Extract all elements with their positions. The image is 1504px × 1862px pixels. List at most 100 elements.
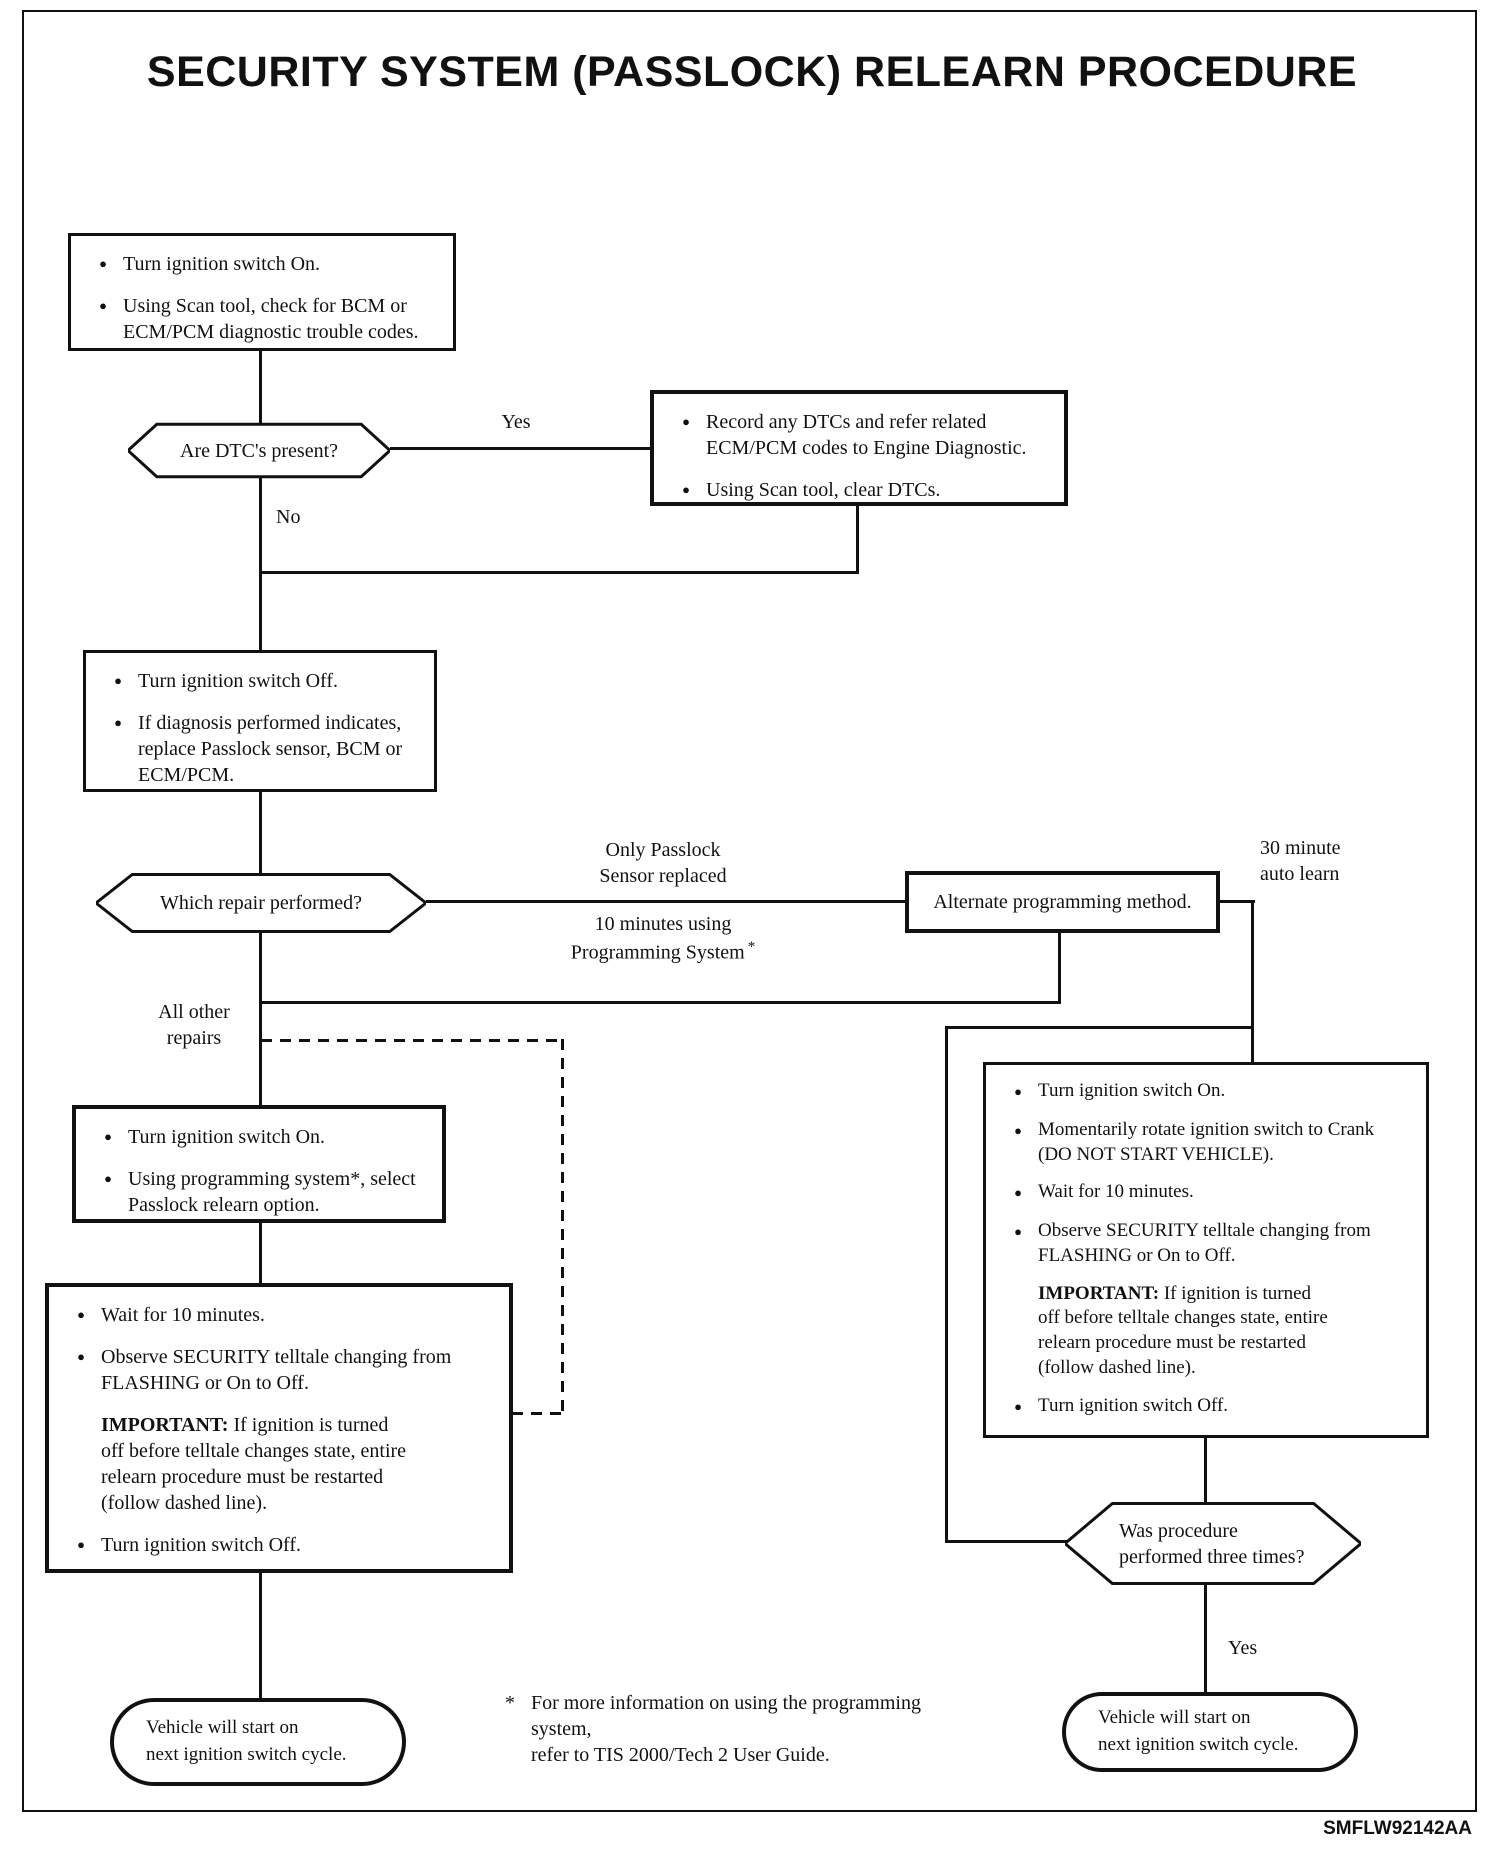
connector-10min-return	[259, 1001, 1061, 1004]
bullet-icon: ●	[682, 482, 690, 497]
edge-label-10-minutes: 10 minutes using Programming System*	[513, 912, 813, 966]
list-item: ● Using Scan tool, clear DTCs.	[666, 477, 1058, 503]
connector-right-to-threetimes	[1204, 1436, 1207, 1502]
bullet-icon: ●	[1014, 1224, 1022, 1240]
bullet-text: Wait for 10 minutes.	[1038, 1181, 1194, 1203]
asterisk-icon: *	[505, 1692, 515, 1714]
connector-check-to-dtc	[259, 351, 262, 423]
connector-loop-up	[945, 1026, 948, 1543]
bullet-text: Turn ignition switch On.	[128, 1126, 326, 1148]
process-text: Alternate programming method.	[933, 890, 1192, 913]
terminal-text: Vehicle will start on next ignition swit…	[146, 1717, 347, 1765]
bullet-text: Using programming system*, select Passlo…	[128, 1168, 416, 1216]
list-item: ● Observe SECURITY telltale changing from…	[998, 1219, 1420, 1268]
important-note: IMPORTANT: If ignition is turned off bef…	[1038, 1282, 1418, 1381]
edge-label-all-other: All other repairs	[158, 1001, 230, 1049]
bullet-icon: ●	[682, 414, 690, 429]
terminal-vehicle-start-left: Vehicle will start on next ignition swit…	[110, 1698, 406, 1786]
connector-select-to-wait	[259, 1222, 262, 1284]
bullet-icon: ●	[104, 1171, 112, 1186]
decision-label: Which repair performed?	[159, 892, 363, 914]
bullet-icon: ●	[1014, 1123, 1022, 1138]
edge-label-no: No	[276, 506, 301, 528]
bullet-icon: ●	[99, 298, 107, 313]
bullet-text: Using Scan tool, clear DTCs.	[706, 479, 941, 501]
process-alternate-method: Alternate programming method.	[905, 871, 1220, 933]
process-wait-observe-left: ● Wait for 10 minutes. ● Observe SECURITY …	[45, 1283, 513, 1573]
connector-wait-to-terminal-left	[259, 1571, 262, 1700]
bullet-text: Observe SECURITY telltale changing from …	[1038, 1220, 1371, 1267]
process-auto-learn-right: ●Turn ignition switch On. ● Momentarily r…	[983, 1062, 1429, 1438]
decision-three-times: Was procedure performed three times?	[1065, 1500, 1361, 1587]
list-item: ● Momentarily rotate ignition switch to C…	[998, 1118, 1420, 1167]
hexagon-shape	[1065, 1500, 1361, 1587]
terminal-vehicle-start-right: Vehicle will start on next ignition swit…	[1062, 1692, 1358, 1772]
bullet-icon: ●	[99, 256, 107, 271]
list-item: ● Using programming system*, select Passl…	[88, 1166, 436, 1218]
bullet-text: Turn ignition switch On.	[123, 253, 321, 275]
list-item: ● Wait for 10 minutes.	[998, 1180, 1420, 1206]
bullet-text: Wait for 10 minutes.	[101, 1304, 265, 1326]
list-item: ● Turn ignition switch On.	[88, 1124, 436, 1150]
process-ignition-off: ●Turn ignition switch Off. ●If diagnosis…	[83, 650, 437, 792]
footnote-text: For more information on using the progra…	[531, 1692, 921, 1766]
list-item: ● Using Scan tool, check for BCM or ECM/P…	[83, 293, 447, 345]
list-item: ● If diagnosis performed indicates, repla…	[98, 710, 428, 788]
hexagon-shape	[96, 872, 426, 934]
important-label: IMPORTANT:	[101, 1414, 229, 1436]
important-label: IMPORTANT:	[1038, 1282, 1160, 1304]
important-note: IMPORTANT: If ignition is turned off bef…	[101, 1412, 499, 1516]
connector-loop-top	[945, 1026, 1254, 1029]
page-border	[22, 10, 1477, 1812]
hexagon-shape	[128, 422, 390, 479]
list-item: ●Turn ignition switch Off.	[998, 1394, 1420, 1420]
decision-label: Are DTC's present?	[180, 439, 338, 462]
bullet-text: If diagnosis performed indicates, replac…	[138, 712, 403, 786]
bullet-icon: ●	[77, 1307, 85, 1322]
connector-yes-branch	[390, 447, 652, 450]
bullet-text: Using Scan tool, check for BCM or ECM/PC…	[123, 295, 419, 343]
list-item: ●Turn ignition switch On.	[998, 1079, 1420, 1105]
decision-dtc-present: Are DTC's present?	[128, 422, 390, 479]
connector-loop-bottom	[947, 1540, 1067, 1543]
edge-label-yes-2: Yes	[1228, 1637, 1258, 1659]
dashed-restart-bottom	[512, 1412, 564, 1415]
edge-label-10-minutes-text: 10 minutes using Programming System	[570, 913, 745, 964]
connector-allother-down	[259, 932, 262, 1106]
bullet-text: Record any DTCs and refer related ECM/PC…	[706, 411, 1027, 459]
dashed-restart-right	[561, 1039, 564, 1415]
edge-label-yes: Yes	[501, 411, 531, 433]
connector-alt-to-30min	[1219, 900, 1255, 903]
document-code: SMFLW92142AA	[1323, 1818, 1472, 1839]
process-check-dtc: ● Turn ignition switch On. ● Using Scan to…	[68, 233, 456, 351]
decision-label: Was procedure performed three times?	[1119, 1519, 1305, 1568]
connector-alt-return-down	[1058, 932, 1061, 1003]
bullet-icon: ●	[114, 673, 122, 688]
connector-no-branch	[259, 477, 262, 652]
list-item: ● Wait for 10 minutes.	[61, 1302, 503, 1328]
connector-passlock-branch	[426, 900, 906, 903]
connector-record-down	[856, 505, 859, 573]
important-text: If ignition is turned off before telltal…	[1038, 1282, 1328, 1378]
connector-30min-down	[1251, 900, 1254, 1063]
connector-ignoff-to-whichrepair	[259, 791, 262, 873]
bullet-icon: ●	[1014, 1084, 1022, 1099]
bullet-icon: ●	[77, 1349, 85, 1364]
list-item: ● Record any DTCs and refer related ECM/P…	[666, 409, 1058, 461]
asterisk-icon: *	[747, 938, 756, 955]
footnote: * For more information on using the prog…	[505, 1690, 985, 1768]
bullet-text: Momentarily rotate ignition switch to Cr…	[1038, 1119, 1375, 1165]
bullet-icon: ●	[1014, 1185, 1022, 1201]
edge-label-30-minute: 30 minute auto learn	[1260, 837, 1341, 885]
connector-yes-to-terminal-right	[1204, 1585, 1207, 1693]
bullet-text: Turn ignition switch Off.	[1038, 1394, 1229, 1416]
bullet-icon: ●	[77, 1537, 85, 1552]
bullet-text: Observe SECURITY telltale changing from …	[101, 1346, 452, 1394]
page-title: SECURITY SYSTEM (PASSLOCK) RELEARN PROCE…	[146, 48, 1358, 96]
bullet-icon: ●	[114, 715, 122, 730]
bullet-icon: ●	[104, 1129, 112, 1144]
list-item: ● Observe SECURITY telltale changing from…	[61, 1344, 503, 1396]
bullet-text: Turn ignition switch Off.	[101, 1534, 302, 1556]
process-select-relearn: ● Turn ignition switch On. ● Using program…	[72, 1105, 446, 1223]
